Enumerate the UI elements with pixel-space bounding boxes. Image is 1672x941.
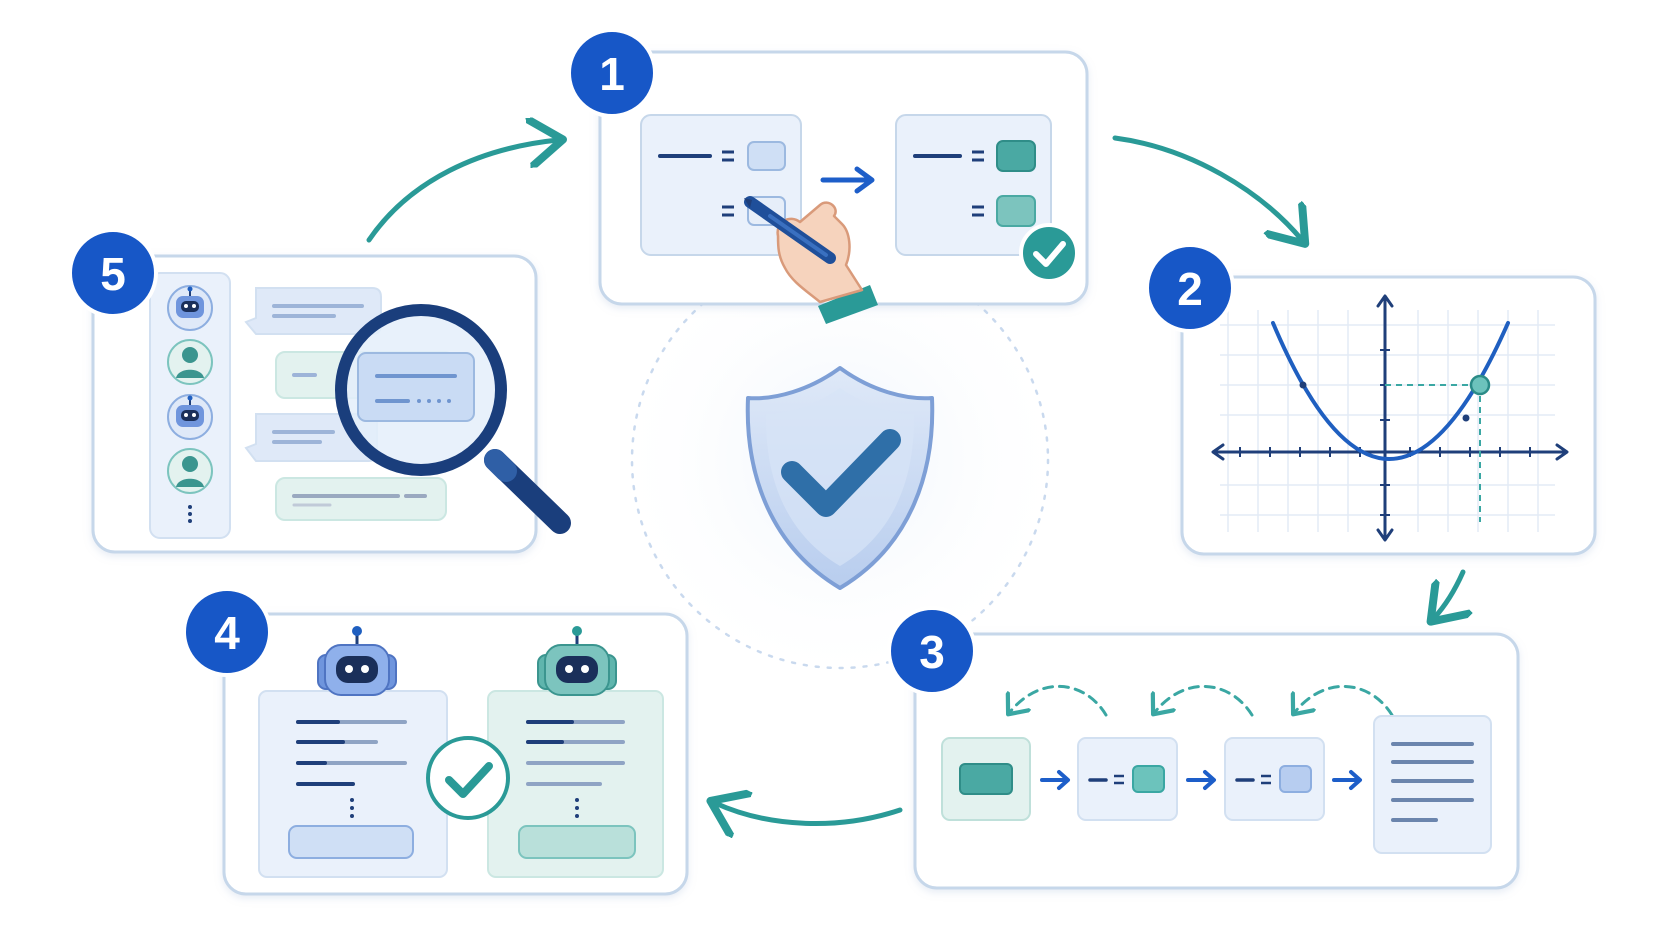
chat-bubble	[244, 287, 382, 335]
chat-bubble	[275, 477, 447, 521]
step-5-panel	[91, 254, 571, 554]
cycle-arrows	[366, 135, 1463, 824]
step-4-panel	[222, 612, 689, 896]
arrow-1-to-2	[1112, 135, 1302, 240]
parabola-graph-icon	[1211, 294, 1569, 542]
step-badge-2: 2	[1145, 243, 1235, 333]
magnifier-icon	[335, 304, 571, 534]
robot-icon	[167, 394, 213, 440]
step-number: 4	[214, 607, 240, 659]
check-circle-outline-icon	[426, 736, 510, 820]
robot-icon	[537, 626, 617, 696]
step-badge-4: 4	[182, 587, 272, 677]
step-2-panel	[1180, 275, 1597, 556]
pen-hand-icon	[744, 196, 878, 324]
step-3-panel	[913, 632, 1520, 890]
user-icon	[167, 448, 213, 494]
pipeline-node-3	[1224, 737, 1325, 821]
pipeline-document	[1373, 715, 1492, 854]
step-badge-3: 3	[887, 606, 977, 696]
step-number: 5	[100, 248, 126, 300]
dashed-back-arrows	[1010, 685, 1394, 717]
step-1-panel	[598, 50, 1089, 324]
check-circle-icon	[1019, 223, 1079, 283]
step-number: 1	[599, 48, 625, 100]
robot-icon	[317, 626, 397, 696]
model-a-button-shape	[288, 825, 414, 859]
user-icon	[167, 339, 213, 385]
arrow-5-to-1	[366, 140, 558, 243]
arrow-2-to-3	[1434, 569, 1463, 618]
model-b-button-shape	[518, 825, 636, 859]
step-badge-5: 5	[68, 228, 158, 318]
robot-icon	[167, 285, 213, 331]
shield-check-icon	[745, 366, 935, 590]
dotted-ring	[630, 250, 1050, 670]
arrow-3-to-4	[715, 803, 903, 824]
pipeline-node-2	[1077, 737, 1178, 821]
step-badge-1: 1	[567, 28, 657, 118]
step-number: 3	[919, 626, 945, 678]
step-number: 2	[1177, 263, 1203, 315]
center-shield-group	[610, 230, 1070, 690]
right-arrow-icon	[820, 166, 875, 194]
